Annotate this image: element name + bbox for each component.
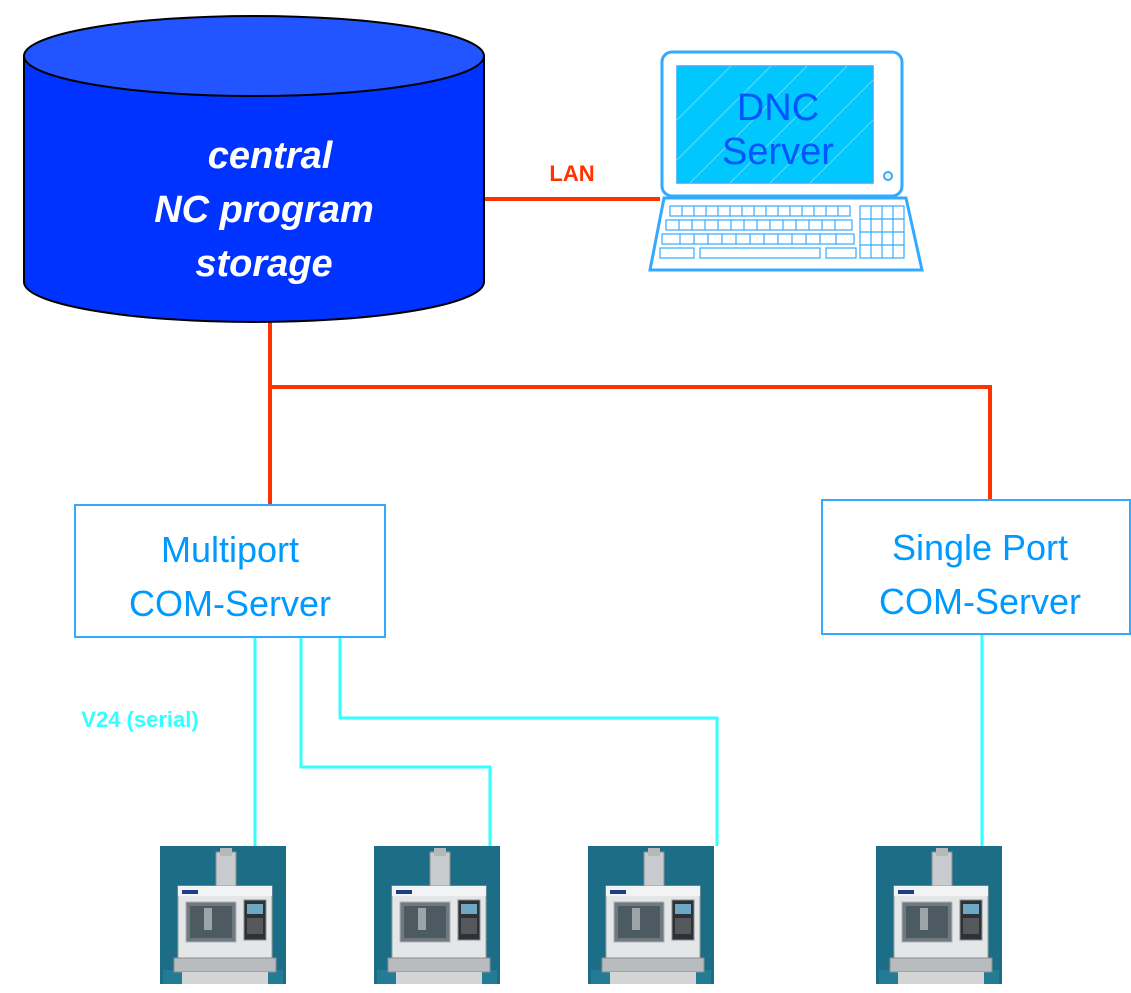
dnc-server-computer: DNC Server [648,50,924,272]
cylinder-top [23,15,485,97]
cnc-machine-icon [373,845,501,985]
cylinder-body [23,55,485,323]
singleport-label-line1: Single Port [892,527,1068,568]
storage-label-line2: NC program [154,189,374,231]
singleport-label-line2: COM-Server [879,581,1081,622]
power-led-icon [883,171,893,181]
central-storage-cylinder: central NC program storage [23,15,485,323]
serial-line-machine-3 [338,637,719,846]
dnc-label-line2: Server [722,131,834,173]
serial-line-machine-2 [299,637,492,846]
cnc-machine-icon [875,845,1003,985]
singleport-box [821,499,1131,635]
dnc-label-line1: DNC [737,87,819,129]
multiport-com-server: Multiport COM-Server [74,504,386,638]
multiport-label-line1: Multiport [161,529,299,570]
screen-hatch [676,65,874,184]
lan-connections [268,197,992,505]
cnc-machine-icon [587,845,715,985]
cnc-machine-icon [159,845,287,985]
lan-label: LAN [549,161,594,186]
lan-bus-main [268,312,992,500]
multiport-label-line2: COM-Server [129,583,331,624]
storage-label-line3: storage [195,243,332,285]
serial-connections [253,634,984,846]
cnc-machines [159,845,1003,985]
multiport-box [74,504,386,638]
storage-label-line1: central [208,135,334,177]
serial-label: V24 (serial) [81,707,198,732]
keyboard-keys [659,205,905,259]
singleport-com-server: Single Port COM-Server [821,499,1131,635]
